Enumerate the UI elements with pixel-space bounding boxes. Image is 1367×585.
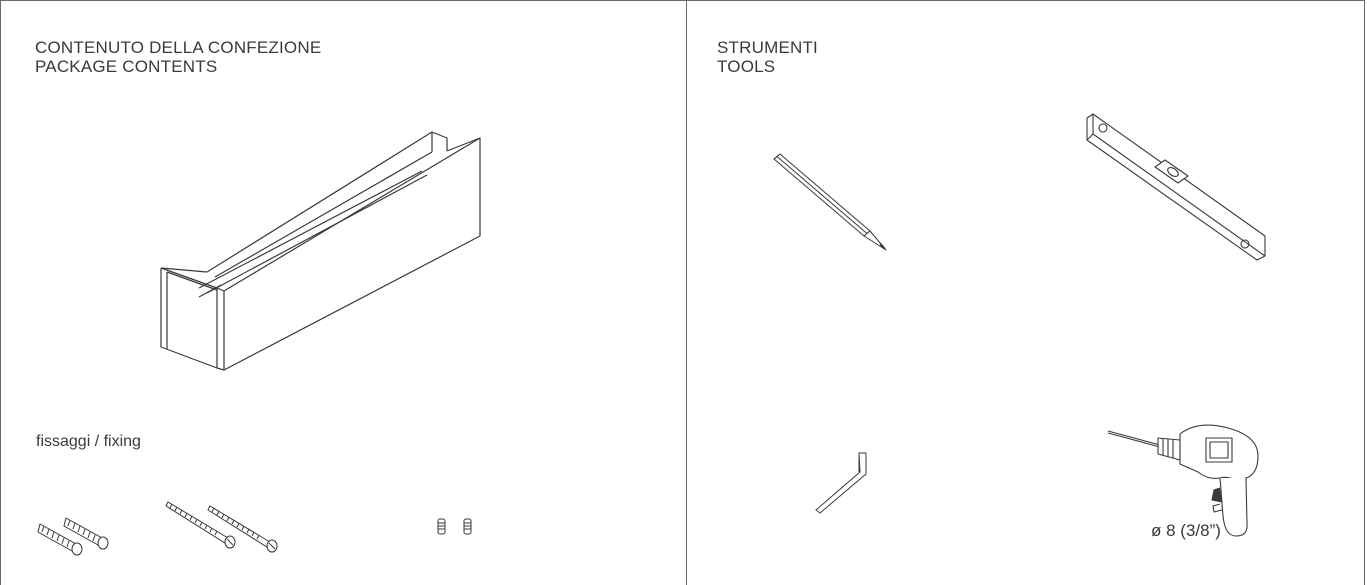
pencil-icon: [772, 153, 892, 253]
heading-italian: STRUMENTI: [717, 38, 818, 57]
tools-heading: STRUMENTI TOOLS: [717, 38, 818, 76]
heading-italian: CONTENUTO DELLA CONFEZIONE: [35, 38, 322, 57]
wall-plugs-icon: [38, 518, 118, 562]
allen-key-icon: [815, 450, 875, 515]
fixing-label: fissaggi / fixing: [36, 433, 141, 450]
drill-icon: [1108, 416, 1263, 541]
heading-english: TOOLS: [717, 57, 776, 76]
screws-icon: [166, 500, 281, 560]
cabinet-box-icon: [155, 125, 490, 370]
spirit-level-icon: [1085, 112, 1270, 272]
drill-bit-size-label: ø 8 (3/8”): [1151, 521, 1221, 540]
heading-english: PACKAGE CONTENTS: [35, 57, 218, 76]
grub-screws-icon: [437, 517, 487, 537]
package-contents-heading: CONTENUTO DELLA CONFEZIONE PACKAGE CONTE…: [35, 38, 321, 76]
panel-divider: [686, 0, 687, 585]
